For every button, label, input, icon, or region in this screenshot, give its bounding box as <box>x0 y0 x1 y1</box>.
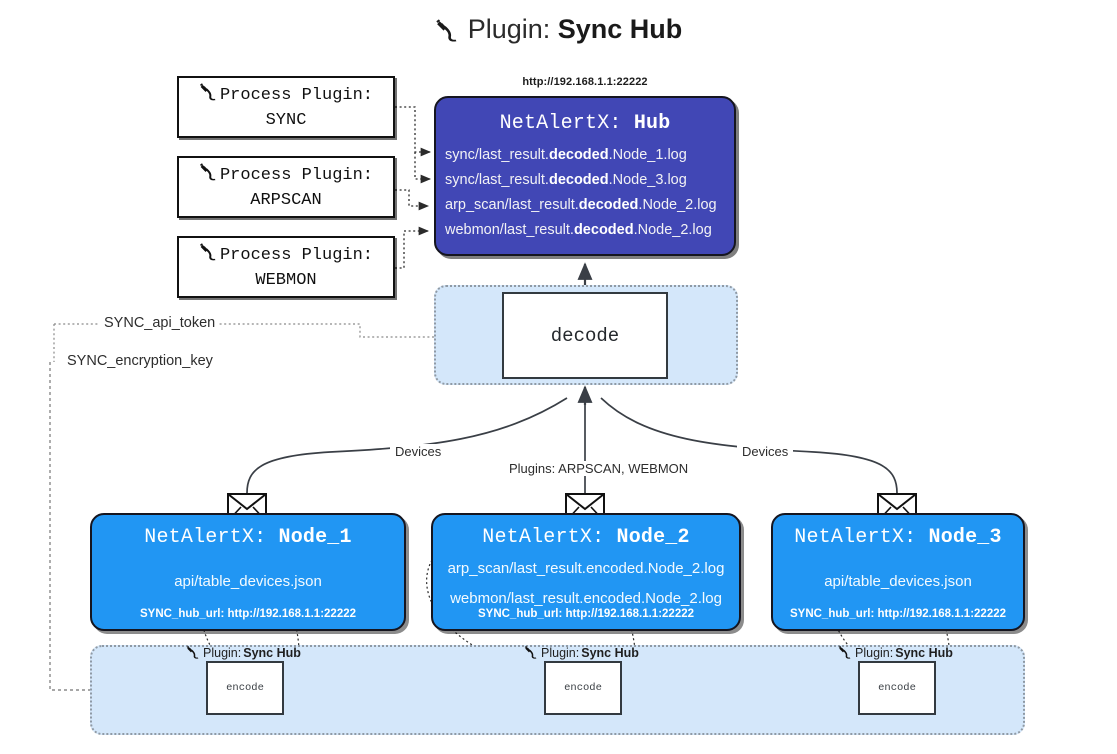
encode-caption-name: Sync Hub <box>581 645 639 660</box>
decode-box[interactable]: decode <box>502 292 668 379</box>
process-plugin-arpscan[interactable]: Process Plugin: ARPSCAN <box>177 156 395 218</box>
node-2[interactable]: NetAlertX: Node_2 arp_scan/last_result.e… <box>431 513 741 631</box>
node-footer: SYNC_hub_url: http://192.168.1.1:22222 <box>789 608 1007 620</box>
encode-caption-prefix: Plugin: <box>541 645 580 660</box>
node-3[interactable]: NetAlertX: Node_3 api/table_devices.json… <box>771 513 1025 631</box>
node-1[interactable]: NetAlertX: Node_1 api/table_devices.json… <box>90 513 406 631</box>
hub-row: webmon/last_result.decoded.Node_2.log <box>445 222 712 238</box>
process-plugin-name: WEBMON <box>255 270 317 290</box>
node-footer: SYNC_hub_url: http://192.168.1.1:22222 <box>139 608 357 620</box>
node-title: NetAlertX: Node_3 <box>794 526 1002 549</box>
process-plugin-label: Process Plugin: <box>219 85 374 105</box>
title-name: Sync Hub <box>557 14 683 44</box>
encode-caption-name: Sync Hub <box>895 645 953 660</box>
hub-title: NetAlertX: Hub <box>436 112 734 135</box>
encode-caption-2: Plugin: Sync Hub <box>524 645 639 660</box>
hub-title-prefix: NetAlertX: <box>499 112 622 135</box>
plug-icon <box>199 162 219 189</box>
edge-sync-to-hub <box>395 106 432 157</box>
hub-url-label: http://192.168.1.1:22222 <box>522 76 648 88</box>
page-title: Plugin: Sync Hub <box>0 14 1117 49</box>
process-plugin-label: Process Plugin: <box>219 165 374 185</box>
encode-box-2[interactable]: encode <box>544 661 622 715</box>
process-plugin-webmon[interactable]: Process Plugin: WEBMON <box>177 236 395 298</box>
node-footer: SYNC_hub_url: http://192.168.1.1:22222 <box>477 608 695 620</box>
plug-icon <box>435 18 461 49</box>
node-title: NetAlertX: Node_2 <box>482 526 690 549</box>
hub-row: arp_scan/last_result.decoded.Node_2.log <box>445 197 717 213</box>
title-prefix: Plugin: <box>467 14 551 44</box>
encode-caption-prefix: Plugin: <box>203 645 242 660</box>
hub-row-list: sync/last_result.decoded.Node_1.log sync… <box>436 143 734 243</box>
edge-sync-to-hub-2 <box>414 152 432 184</box>
edge-webmon-to-hub <box>395 226 430 269</box>
edge-label-devices-right: Devices <box>737 444 794 459</box>
process-plugin-name: SYNC <box>265 110 307 130</box>
plug-icon <box>524 645 539 660</box>
hub-node[interactable]: NetAlertX: Hub sync/last_result.decoded.… <box>434 96 736 256</box>
process-plugin-label: Process Plugin: <box>219 245 374 265</box>
encode-caption-3: Plugin: Sync Hub <box>838 645 953 660</box>
plug-icon <box>199 242 219 269</box>
hub-row: sync/last_result.decoded.Node_1.log <box>445 147 687 163</box>
hub-title-name: Hub <box>633 112 671 135</box>
node-line: arp_scan/last_result.encoded.Node_2.log <box>447 560 725 577</box>
encode-box-3[interactable]: encode <box>858 661 936 715</box>
process-plugin-sync[interactable]: Process Plugin: SYNC <box>177 76 395 138</box>
plug-icon <box>186 645 201 660</box>
process-plugin-name: ARPSCAN <box>250 190 322 210</box>
encode-caption-name: Sync Hub <box>243 645 301 660</box>
edge-label-plugins: Plugins: ARPSCAN, WEBMON <box>504 461 694 476</box>
node-line: api/table_devices.json <box>174 573 322 590</box>
sync-api-token-label: SYNC_api_token <box>100 315 220 331</box>
sync-encryption-key-label: SYNC_encryption_key <box>63 353 217 369</box>
edge-label-devices-left: Devices <box>390 444 447 459</box>
node-title: NetAlertX: Node_1 <box>144 526 352 549</box>
encode-caption-prefix: Plugin: <box>855 645 894 660</box>
node-line: webmon/last_result.encoded.Node_2.log <box>450 590 722 607</box>
node-line: api/table_devices.json <box>824 573 972 590</box>
encode-box-1[interactable]: encode <box>206 661 284 715</box>
plug-icon <box>199 82 219 109</box>
encode-caption-1: Plugin: Sync Hub <box>186 645 301 660</box>
plug-icon <box>838 645 853 660</box>
edge-arpscan-to-hub <box>395 189 430 211</box>
hub-row: sync/last_result.decoded.Node_3.log <box>445 172 687 188</box>
